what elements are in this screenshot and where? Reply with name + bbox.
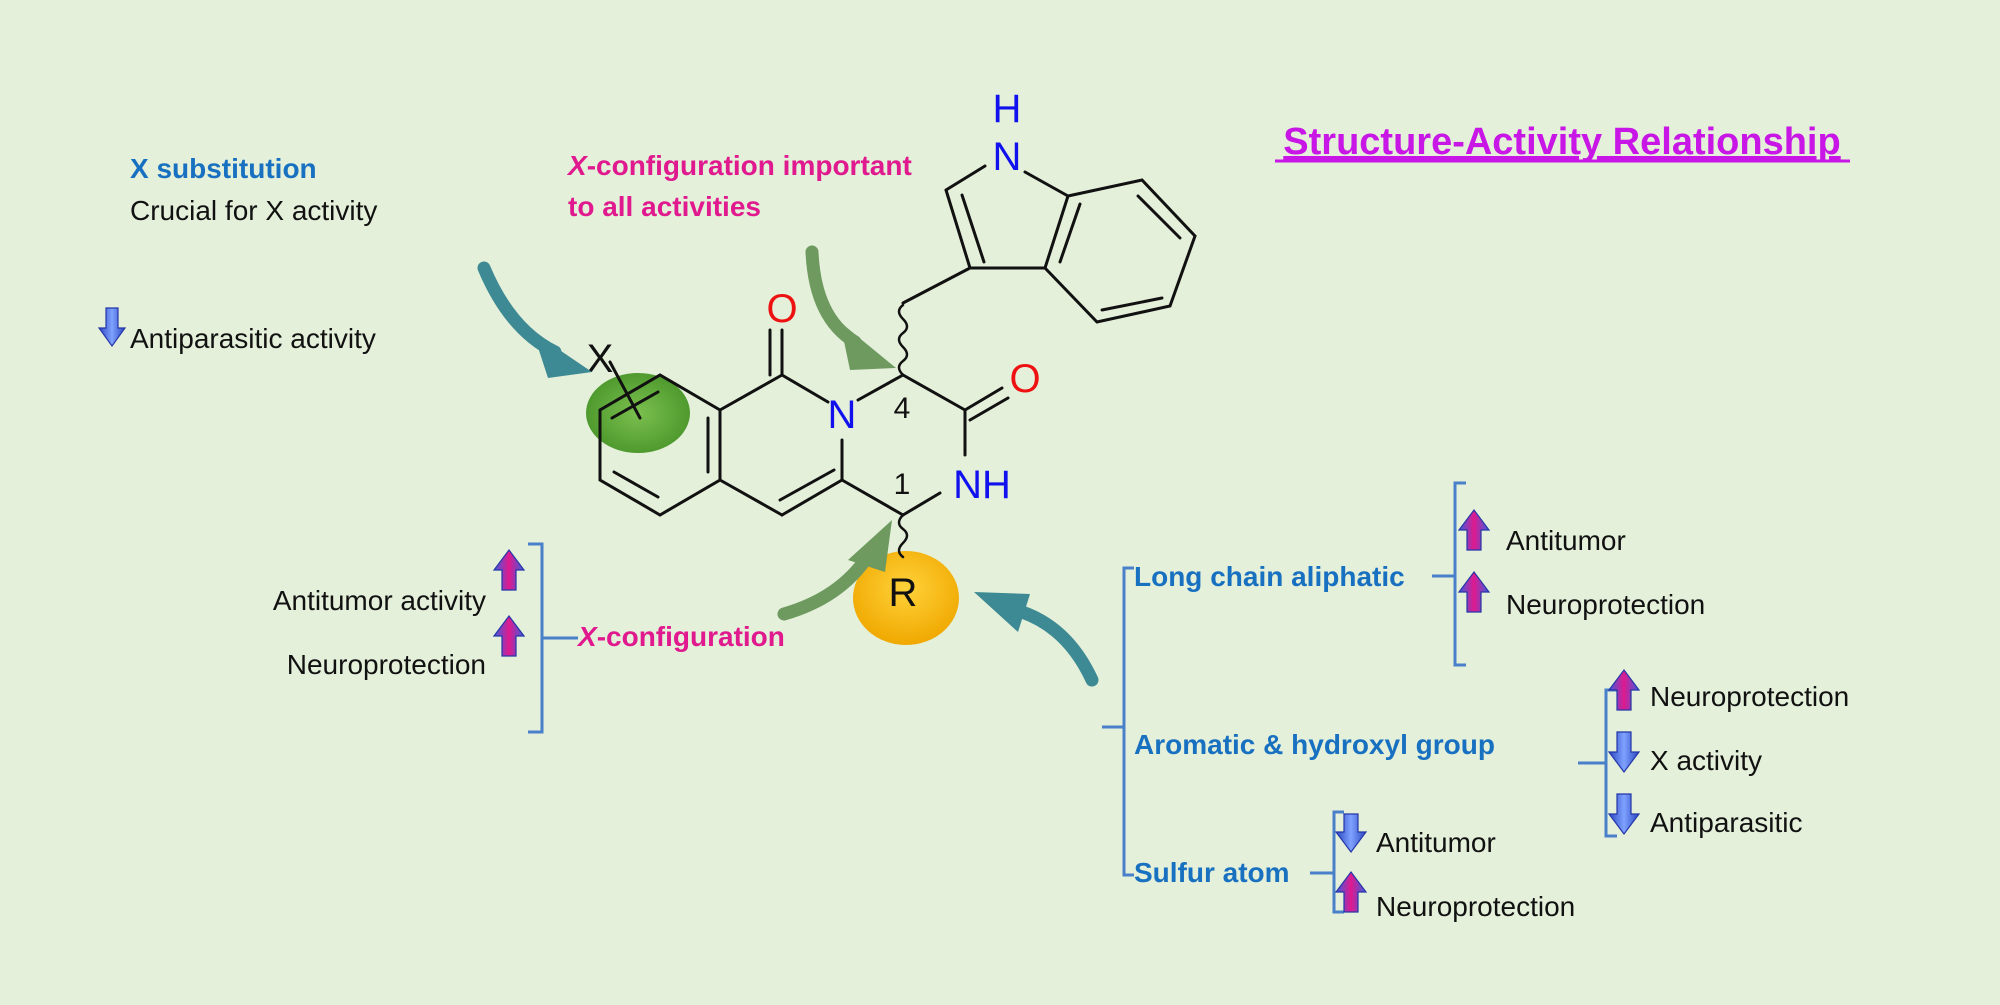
atom-h-indole: H xyxy=(993,87,1022,131)
atom-x-substituent: X xyxy=(587,337,614,381)
r-group-2-effect-2-label: X activity xyxy=(1650,745,1762,776)
teal-arrow-to-x xyxy=(477,261,562,359)
atom-nh-ring: NH xyxy=(953,463,1011,507)
position-1-label: 1 xyxy=(894,468,911,501)
x-config-top-line1: X-configuration important xyxy=(566,150,912,181)
down-arrow-icon xyxy=(1607,731,1641,773)
r-group-2-effect-3-label: Antiparasitic xyxy=(1650,807,1803,838)
position-4-label: 4 xyxy=(894,392,911,425)
up-arrow-icon xyxy=(1607,669,1641,711)
x-substitution-heading: X substitution xyxy=(130,153,317,184)
r-group-3-bracket xyxy=(1310,810,1344,914)
teal-arrow-to-r-head xyxy=(974,592,1030,632)
olive-arrow-to-c1 xyxy=(777,549,875,621)
molecule-atoms: O O N NH H N X R 4 1 xyxy=(587,87,1041,615)
page-title: Structure-Activity Relationship xyxy=(1283,121,1840,163)
r-group-1-label: Long chain aliphatic xyxy=(1134,561,1405,592)
atom-n-indole: N xyxy=(993,135,1022,179)
r-group-3-effect-2-label: Neuroprotection xyxy=(1376,891,1575,922)
olive-arrow-to-c4 xyxy=(805,245,862,349)
x-substitution-effect-label: Antiparasitic activity xyxy=(130,323,376,354)
atom-n-ring: N xyxy=(828,393,857,437)
up-arrow-icon xyxy=(1334,871,1368,913)
up-arrow-icon xyxy=(492,615,526,657)
r-group-2-effect-1-label: Neuroprotection xyxy=(1650,681,1849,712)
r-group-highlight xyxy=(853,551,959,645)
r-group-1-bracket xyxy=(1432,481,1466,667)
r-group-1-effect-2-label: Neuroprotection xyxy=(1506,589,1705,620)
r-group-1-effect-1-label: Antitumor xyxy=(1506,525,1626,556)
x-config-left-bracket xyxy=(528,542,578,734)
down-arrow-icon xyxy=(97,307,127,348)
olive-arrow-to-c4-head xyxy=(840,322,896,370)
r-group-3-label: Sulfur atom xyxy=(1134,857,1290,888)
x-substitution-text: Crucial for X activity xyxy=(130,195,377,226)
molecule-skeleton xyxy=(598,164,1197,559)
down-arrow-icon xyxy=(1334,813,1368,853)
pointer-arrows xyxy=(477,245,1099,687)
atom-o-carbonyl-right: O xyxy=(1009,357,1040,401)
x-config-left-effect-2-label: Neuroprotection xyxy=(287,649,486,680)
r-group-2-label: Aromatic & hydroxyl group xyxy=(1134,729,1495,760)
teal-arrow-to-x-head xyxy=(533,332,592,378)
up-arrow-icon xyxy=(1457,509,1491,551)
x-config-left-effect-1-label: Antitumor activity xyxy=(273,585,486,616)
olive-arrow-to-c1-head xyxy=(848,520,892,572)
x-config-left-label: X-configuration xyxy=(576,621,785,652)
r-groups-main-bracket xyxy=(1102,566,1134,877)
up-arrow-icon xyxy=(492,549,526,591)
atom-r-group: R xyxy=(889,571,918,615)
down-arrow-icon xyxy=(1607,793,1641,835)
r-group-3-effect-1-label: Antitumor xyxy=(1376,827,1496,858)
atom-o-carbonyl-left: O xyxy=(766,287,797,331)
x-config-top-line2: to all activities xyxy=(568,191,761,222)
teal-arrow-to-r xyxy=(1015,605,1099,687)
up-arrow-icon xyxy=(1457,571,1491,613)
